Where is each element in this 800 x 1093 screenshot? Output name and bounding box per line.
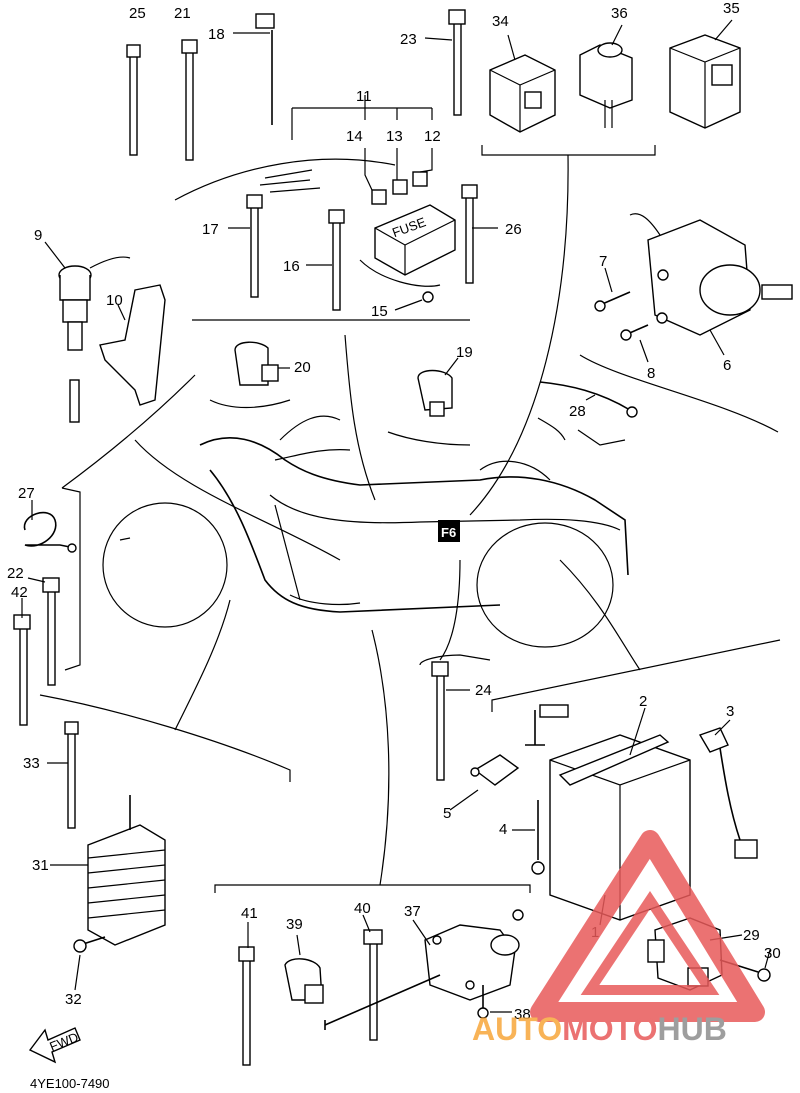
relays bbox=[489, 34, 741, 133]
label-5: 5 bbox=[443, 805, 451, 822]
label-8: 8 bbox=[647, 365, 655, 382]
label-4: 4 bbox=[499, 821, 507, 838]
label-21: 21 bbox=[174, 5, 191, 22]
label-7: 7 bbox=[599, 253, 607, 270]
watermark-part1: AUTO bbox=[472, 1011, 562, 1047]
watermark-part3: HUB bbox=[657, 1011, 726, 1047]
label-37: 37 bbox=[404, 903, 421, 920]
label-30: 30 bbox=[764, 945, 781, 962]
label-26: 26 bbox=[505, 221, 522, 238]
label-29: 29 bbox=[743, 927, 760, 944]
label-2: 2 bbox=[639, 693, 647, 710]
label-16: 16 bbox=[283, 258, 300, 275]
label-33: 33 bbox=[23, 755, 40, 772]
fwd-label: FWD bbox=[47, 1029, 80, 1054]
watermark-part2: MOTO bbox=[562, 1011, 657, 1047]
watermark-logo: AUTOMOTOHUB bbox=[472, 830, 765, 1047]
label-27: 27 bbox=[18, 485, 35, 502]
clamps bbox=[234, 341, 453, 1004]
label-34: 34 bbox=[492, 13, 509, 30]
label-6: 6 bbox=[723, 357, 731, 374]
label-15: 15 bbox=[371, 303, 388, 320]
leader-lines bbox=[21, 19, 771, 1013]
label-19: 19 bbox=[456, 344, 473, 361]
label-39: 39 bbox=[286, 916, 303, 933]
label-3: 3 bbox=[726, 703, 734, 720]
starter-relay bbox=[324, 909, 524, 1030]
label-24: 24 bbox=[475, 682, 492, 699]
label-36: 36 bbox=[611, 5, 628, 22]
label-9: 9 bbox=[34, 227, 42, 244]
label-10: 10 bbox=[106, 292, 123, 309]
label-41: 41 bbox=[241, 905, 258, 922]
label-28: 28 bbox=[569, 403, 586, 420]
cable-ties bbox=[13, 9, 478, 1066]
label-20: 20 bbox=[294, 359, 311, 376]
ignition-switch bbox=[594, 213, 793, 341]
label-32: 32 bbox=[65, 991, 82, 1008]
label-13: 13 bbox=[386, 128, 403, 145]
label-22: 22 bbox=[7, 565, 24, 582]
fuse-box: FUSE bbox=[259, 169, 456, 303]
watermark-text: AUTOMOTOHUB bbox=[472, 1011, 727, 1047]
label-11: 11 bbox=[356, 88, 372, 105]
frame-marker-label: F6 bbox=[441, 525, 456, 540]
label-25: 25 bbox=[129, 5, 146, 22]
label-40: 40 bbox=[354, 900, 371, 917]
label-31: 31 bbox=[32, 857, 49, 874]
group-outlines bbox=[39, 145, 781, 893]
sensor-and-bracket bbox=[58, 256, 166, 423]
label-17: 17 bbox=[202, 221, 219, 238]
frame-marker: F6 bbox=[438, 520, 460, 542]
battery bbox=[470, 704, 758, 921]
fwd-arrow: FWD bbox=[28, 1027, 81, 1064]
diagram-code: 4YE100-7490 bbox=[30, 1076, 110, 1091]
motorcycle-outline bbox=[102, 415, 629, 648]
wires bbox=[23, 381, 638, 553]
label-38: 38 bbox=[514, 1006, 531, 1023]
label-14: 14 bbox=[346, 128, 363, 145]
label-18: 18 bbox=[208, 26, 225, 43]
regulator bbox=[73, 795, 166, 953]
label-23: 23 bbox=[400, 31, 417, 48]
label-12: 12 bbox=[424, 128, 441, 145]
label-42: 42 bbox=[11, 584, 28, 601]
label-35: 35 bbox=[723, 0, 740, 17]
